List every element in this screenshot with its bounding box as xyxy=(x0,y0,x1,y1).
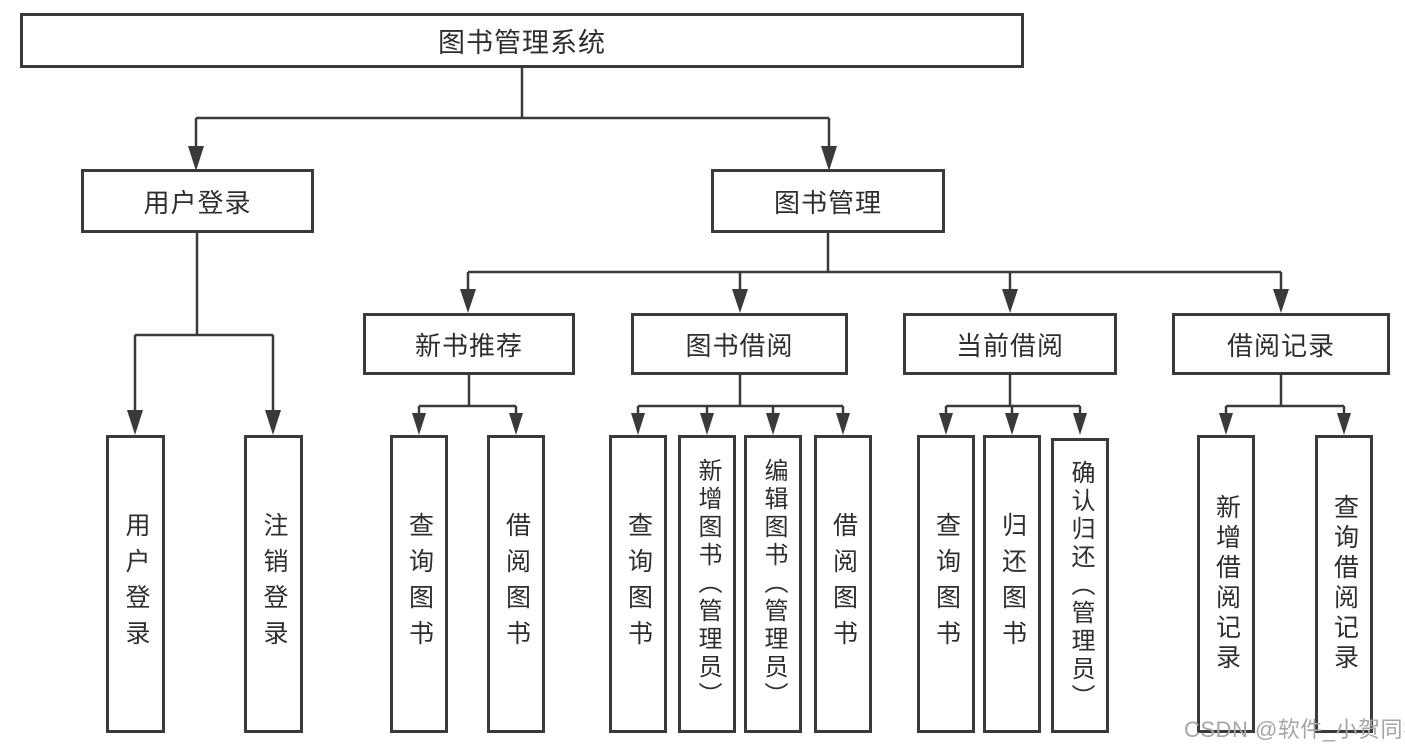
node-label: 查询图书 xyxy=(405,512,434,656)
node-label: 当前借阅 xyxy=(955,330,1064,361)
node-label: 借阅图书 xyxy=(502,512,531,656)
node-borrowing-records: 借阅记录 xyxy=(1172,313,1390,375)
leaf-add-books-admin: 新增图书（管理员） xyxy=(678,435,736,733)
node-label: 查询借阅记录 xyxy=(1330,494,1359,674)
node-label: 查询图书 xyxy=(932,512,961,656)
leaf-return-books: 归还图书 xyxy=(983,435,1041,733)
leaf-query-borrow-record: 查询借阅记录 xyxy=(1315,435,1373,733)
node-label: 编辑图书（管理员） xyxy=(760,458,787,710)
connector-group xyxy=(133,68,1346,416)
leaf-query-books-current: 查询图书 xyxy=(917,435,975,733)
node-label: 用户登录 xyxy=(143,187,252,218)
node-label: 查询图书 xyxy=(624,512,653,656)
node-label: 注销登录 xyxy=(260,512,288,656)
leaf-add-borrow-record: 新增借阅记录 xyxy=(1197,435,1255,733)
node-label: 借阅记录 xyxy=(1226,330,1335,361)
node-label: 新书推荐 xyxy=(414,330,523,361)
node-label: 新增图书（管理员） xyxy=(694,458,721,710)
node-label: 新增借阅记录 xyxy=(1212,494,1241,674)
node-label: 确认归还（管理员） xyxy=(1067,459,1094,712)
leaf-query-books-borrow: 查询图书 xyxy=(609,435,667,733)
node-label: 图书管理系统 xyxy=(438,28,606,58)
leaf-confirm-return-admin: 确认归还（管理员） xyxy=(1051,438,1109,733)
node-book-borrowing: 图书借阅 xyxy=(631,313,848,375)
node-user-login: 用户登录 xyxy=(81,169,314,233)
node-new-book-recommendation: 新书推荐 xyxy=(363,313,575,375)
node-library-management-system: 图书管理系统 xyxy=(20,13,1024,68)
leaf-logout: 注销登录 xyxy=(244,435,303,733)
node-book-management: 图书管理 xyxy=(711,169,945,233)
csdn-watermark: CSDN @软件_小贺同学 xyxy=(1184,717,1405,742)
node-label: 图书管理 xyxy=(773,187,882,218)
leaf-borrow-books-recommend: 借阅图书 xyxy=(487,435,545,733)
node-label: 图书借阅 xyxy=(685,330,794,361)
leaf-edit-books-admin: 编辑图书（管理员） xyxy=(744,435,802,733)
node-current-borrowing: 当前借阅 xyxy=(903,313,1117,375)
node-label: 归还图书 xyxy=(998,512,1027,656)
arrowheads xyxy=(127,146,1351,435)
leaf-user-login: 用户登录 xyxy=(106,435,165,733)
node-label: 借阅图书 xyxy=(829,512,858,656)
leaf-query-books-recommend: 查询图书 xyxy=(390,435,448,733)
node-label: 用户登录 xyxy=(122,512,150,656)
leaf-borrow-books: 借阅图书 xyxy=(814,435,872,733)
